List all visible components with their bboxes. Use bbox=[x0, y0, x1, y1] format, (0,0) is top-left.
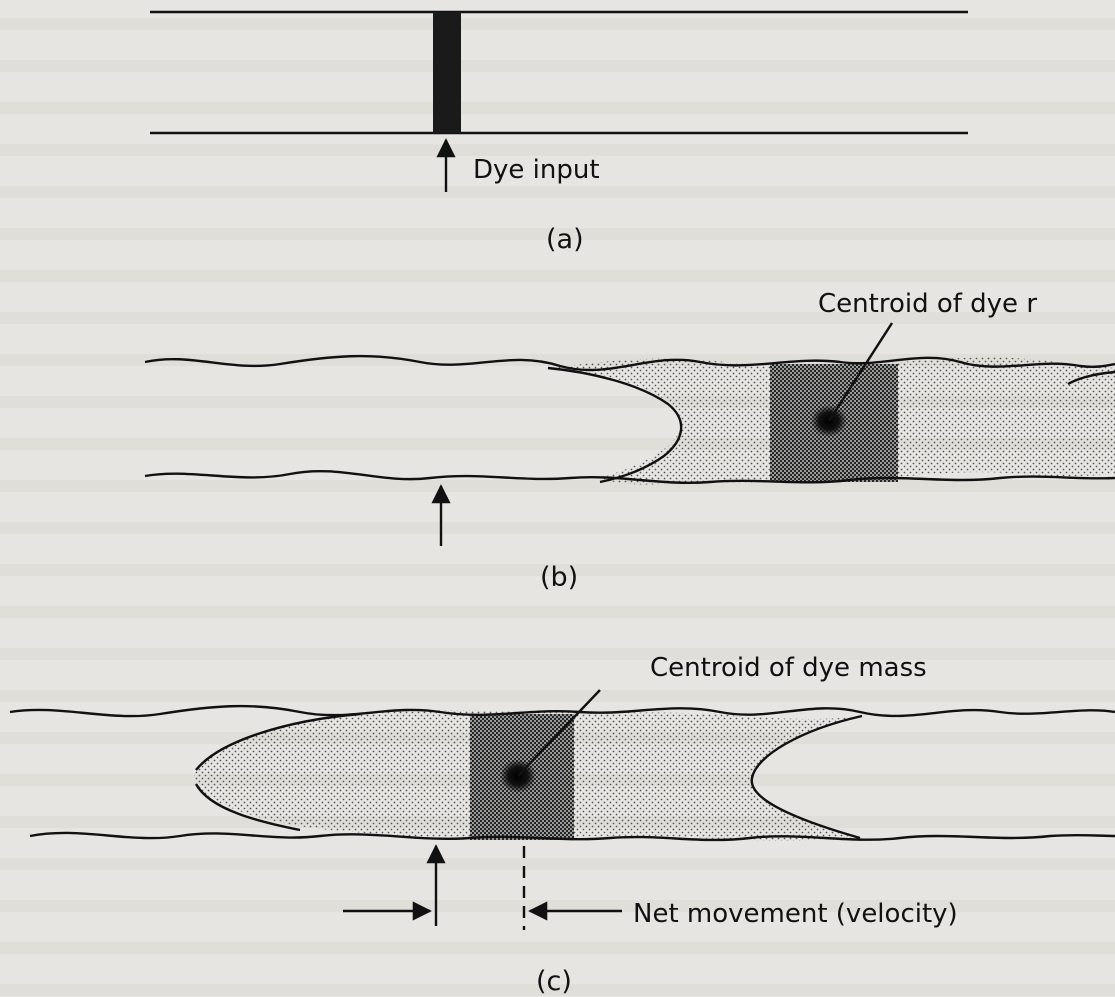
panel-c: Centroid of dye mass Net movement (veloc… bbox=[10, 653, 1115, 997]
caption-b: (b) bbox=[540, 562, 578, 593]
dye-slug bbox=[433, 12, 461, 133]
centroid-label-b: Centroid of dye r bbox=[818, 289, 1037, 319]
dye-input-label: Dye input bbox=[473, 155, 600, 185]
panel-b: Centroid of dye r (b) bbox=[145, 289, 1115, 593]
net-movement-label: Net movement (velocity) bbox=[633, 899, 958, 929]
caption-c: (c) bbox=[536, 966, 572, 997]
caption-a: (a) bbox=[546, 224, 584, 255]
panel-a: Dye input (a) bbox=[150, 12, 968, 255]
centroid-label-c: Centroid of dye mass bbox=[650, 653, 927, 683]
